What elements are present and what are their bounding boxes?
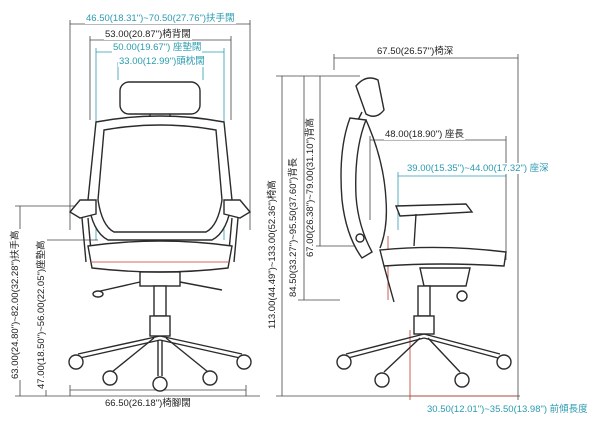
back-length-label: 84.50(33.27")~95.50(37.60")背長 <box>288 156 299 298</box>
side-view-chair <box>336 77 512 388</box>
tilt-length-label: 30.50(12.01")~35.50(13.98") 前傾長度 <box>426 404 589 415</box>
seat-length-label: 48.00(18.90") 座長 <box>384 129 465 140</box>
seat-height-label: 47.00(18.50")~56.00(22.05")座墊高 <box>36 239 47 390</box>
armrest-width-label: 46.50(18.31")~70.50(27.76")扶手闊 <box>85 13 236 24</box>
base-width-label: 66.50(26.18")椅腳闊 <box>104 398 192 409</box>
overall-height-label: 113.00(44.49")~133.00(52.36")椅高 <box>267 179 278 330</box>
front-view-chair <box>68 81 252 392</box>
chair-depth-label: 67.50(26.57")椅深 <box>376 46 455 57</box>
backrest-width-label: 53.00(20.87")椅背闊 <box>104 29 192 40</box>
headrest-width-label: 33.00(12.99")頭枕闊 <box>118 56 206 67</box>
seat-depth-label: 39.00(15.35")~44.00(17.32") 座深 <box>406 163 550 174</box>
back-height-label: 67.00(26.38")~79.00(31.10")背高 <box>305 116 316 258</box>
armrest-height-label: 63.00(24.80")~82.00(32.28")扶手高 <box>10 229 21 380</box>
seat-cushion-width-label: 50.00(19.67") 座墊闊 <box>112 42 203 53</box>
